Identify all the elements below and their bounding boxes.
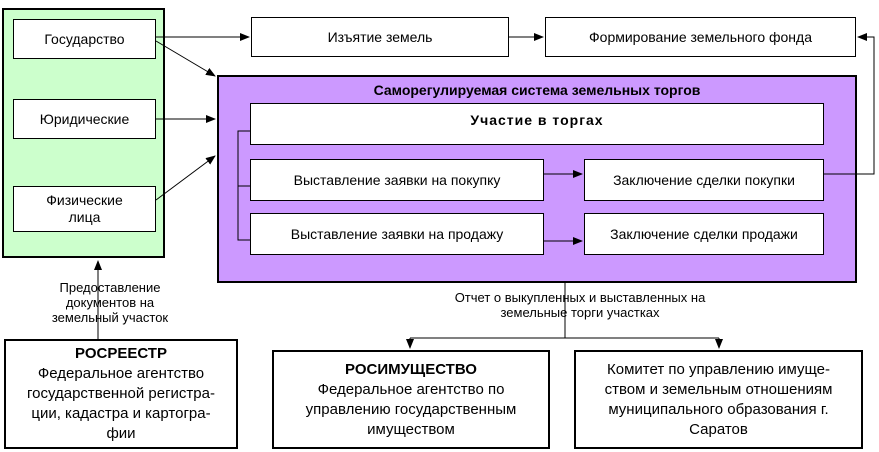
- municipal-committee-description: Комитет по управлению имуще- ством и зем…: [604, 360, 833, 438]
- rosimushchestvo-box: РОСИМУЩЕСТВО Федеральное агентство по уп…: [272, 350, 550, 449]
- bid-sale-box: Выставление заявки на продажу: [250, 213, 544, 255]
- land-fund-box: Формирование земельного фонда: [545, 17, 856, 57]
- legal-entities-box: Юридические: [13, 99, 156, 139]
- sale-deal-box: Заключение сделки продажи: [584, 213, 824, 255]
- bid-purchase-box: Выставление заявки на покупку: [250, 159, 544, 201]
- report-label: Отчет о выкупленных и выставленных на зе…: [420, 290, 740, 320]
- rosimushchestvo-title: РОСИМУЩЕСТВО: [345, 360, 477, 378]
- land-seizure-box: Изъятие земель: [251, 17, 509, 57]
- system-title: Саморегулируемая система земельных торго…: [373, 82, 701, 98]
- arrow-deal-to-fund: [824, 33, 875, 175]
- state-box: Государство: [13, 19, 156, 59]
- rosreestr-title: РОСРЕЕСТР: [75, 345, 167, 362]
- rosimushchestvo-description: Федеральное агентство по управлению госу…: [305, 380, 517, 438]
- municipal-committee-box: Комитет по управлению имуще- ством и зем…: [574, 350, 863, 449]
- arrow-physical-to-system: [155, 155, 216, 201]
- rosreestr-box: РОСРЕЕСТР Федеральное агентство государс…: [4, 339, 238, 449]
- documents-label: Предоставление документов на земельный у…: [20, 280, 200, 325]
- arrow-state-to-system: [155, 40, 216, 77]
- purchase-deal-box: Заключение сделки покупки: [584, 159, 824, 201]
- physical-persons-box: Физические лица: [13, 186, 156, 232]
- rosreestr-description: Федеральное агентство государственной ре…: [27, 365, 215, 442]
- auction-participation-box: Участие в торгах: [250, 103, 824, 145]
